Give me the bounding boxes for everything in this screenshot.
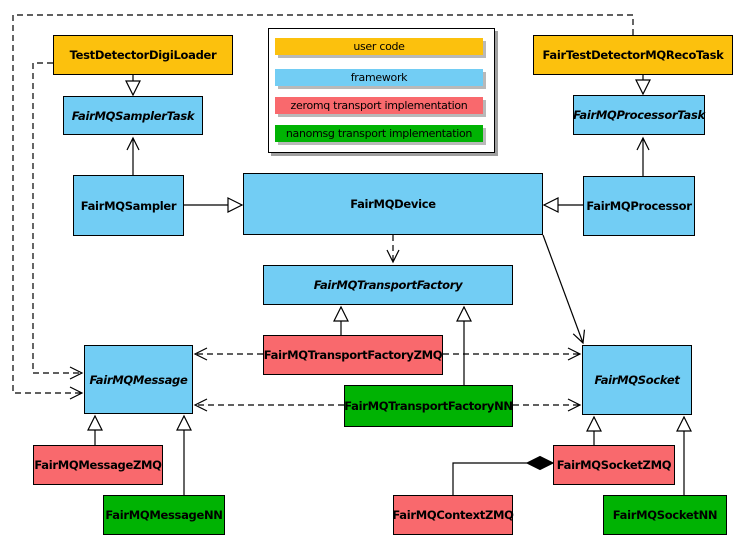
legend: user code framework zeromq transport imp… xyxy=(268,28,495,153)
node-fairmq-socket-zmq: FairMQSocketZMQ xyxy=(553,445,675,485)
node-fairmq-message: FairMQMessage xyxy=(84,345,193,414)
node-fairmq-message-zmq: FairMQMessageZMQ xyxy=(33,445,163,485)
node-fairmq-transport-factory: FairMQTransportFactory xyxy=(263,265,513,305)
node-fairmq-socket: FairMQSocket xyxy=(582,345,692,415)
node-fairmq-processor-task: FairMQProcessorTask xyxy=(573,95,705,135)
node-fairmq-transport-factory-zmq: FairMQTransportFactoryZMQ xyxy=(263,335,443,375)
composition-diamond xyxy=(525,455,555,471)
node-fairmq-context-zmq: FairMQContextZMQ xyxy=(392,495,514,535)
legend-item-nanomsg: nanomsg transport implementation xyxy=(275,125,483,142)
legend-item-user-code: user code xyxy=(275,38,483,55)
node-fair-test-detector-mq-reco-task: FairTestDetectorMQRecoTask xyxy=(533,35,733,75)
node-fairmq-processor: FairMQProcessor xyxy=(583,176,695,236)
node-fairmq-socket-nn: FairMQSocketNN xyxy=(603,495,727,535)
node-fairmq-transport-factory-nn: FairMQTransportFactoryNN xyxy=(344,385,513,427)
legend-item-framework: framework xyxy=(275,69,483,86)
edge-device-socket xyxy=(542,234,586,345)
edge-digiloader-message xyxy=(32,62,84,380)
legend-item-zeromq: zeromq transport implementation xyxy=(275,97,483,114)
edge-recotask-message xyxy=(12,14,634,400)
node-fairmq-sampler: FairMQSampler xyxy=(73,175,184,236)
node-test-detector-digi-loader: TestDetectorDigiLoader xyxy=(53,35,233,75)
node-fairmq-device: FairMQDevice xyxy=(243,173,543,235)
node-fairmq-sampler-task: FairMQSamplerTask xyxy=(63,96,203,135)
edge-contextzmq-socketzmq xyxy=(452,462,527,495)
node-fairmq-message-nn: FairMQMessageNN xyxy=(103,495,225,535)
